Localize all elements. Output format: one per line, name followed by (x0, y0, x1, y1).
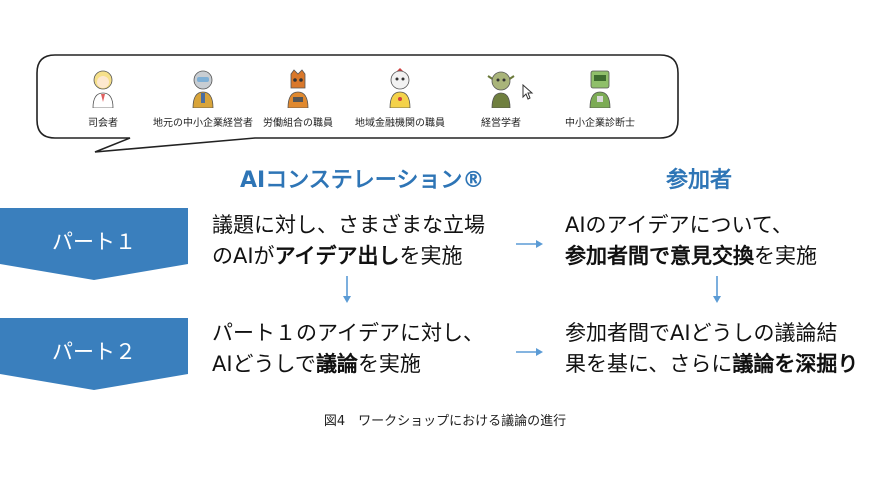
figure-caption: 図4 ワークショップにおける議論の進行 (323, 414, 567, 429)
persona-sme-owner: 地元の中小企業経営者 (148, 68, 258, 129)
emphasis-text: アイデア出し (274, 244, 400, 268)
column-header-participants: 参加者 (666, 168, 733, 193)
part-1-chevron: パート１ (0, 208, 188, 280)
emphasis-text: 参加者間で意見交換 (565, 244, 754, 268)
chevron-down-shape (0, 318, 188, 390)
persona-facilitator: 司会者 (48, 68, 158, 129)
part-2-participant-description: 参加者間でAIどうしの議論結 果を基に、さらに議論を深掘り (565, 318, 858, 380)
column-header-ai-constellation: AIコンステレーション® (240, 168, 485, 193)
persona-label: 地元の中小企業経営者 (153, 118, 253, 129)
part-1-ai-description: 議題に対し、さまざまな立場 のAIがアイデア出しを実施 (212, 210, 485, 272)
facilitator-avatar-icon (92, 70, 114, 108)
sme-owner-avatar-icon (192, 70, 214, 108)
persona-management-scholar: 経営学者 (446, 68, 556, 129)
persona-consultant: 中小企業診断士 (545, 68, 655, 129)
arrow-down-icon (343, 276, 351, 303)
persona-label: 司会者 (88, 118, 118, 129)
arrow-right-icon (516, 348, 543, 356)
consultant-avatar-icon (589, 70, 611, 108)
part-2-chevron: パート２ (0, 318, 188, 390)
persona-label: 労働組合の職員 (263, 118, 333, 129)
text-line: のAIがアイデア出しを実施 (212, 244, 463, 268)
persona-label: 中小企業診断士 (565, 118, 635, 129)
persona-label: 地域金融機関の職員 (355, 118, 445, 129)
management-scholar-avatar-icon (487, 71, 515, 108)
text-line: AIのアイデアについて、 (565, 213, 793, 237)
part-2-ai-description: パート１のアイデアに対し、 AIどうしで議論を実施 (212, 318, 484, 380)
text-line: 果を基に、さらに議論を深掘り (565, 352, 859, 376)
chevron-down-shape (0, 208, 188, 280)
text-line: 議題に対し、さまざまな立場 (212, 213, 485, 237)
text-line: 参加者間で意見交換を実施 (565, 244, 817, 268)
text-line: 参加者間でAIどうしの議論結 (565, 321, 838, 345)
text-line: パート１のアイデアに対し、 (212, 321, 484, 345)
arrow-right-icon (516, 240, 543, 248)
persona-label: 経営学者 (481, 118, 521, 129)
persona-bank-staff: 地域金融機関の職員 (345, 68, 455, 129)
arrow-down-icon (713, 276, 721, 303)
mouse-cursor-icon (522, 84, 534, 100)
persona-union-staff: 労働組合の職員 (243, 68, 353, 129)
part-2-label: パート２ (52, 340, 136, 364)
part-1-label: パート１ (52, 230, 136, 254)
emphasis-text: 議論を深掘り (732, 352, 859, 376)
part-1-participant-description: AIのアイデアについて、 参加者間で意見交換を実施 (565, 210, 817, 272)
union-staff-avatar-icon (287, 69, 309, 108)
emphasis-text: 議論 (315, 352, 358, 376)
bank-staff-avatar-icon (389, 68, 411, 108)
text-line: AIどうしで議論を実施 (212, 352, 421, 376)
